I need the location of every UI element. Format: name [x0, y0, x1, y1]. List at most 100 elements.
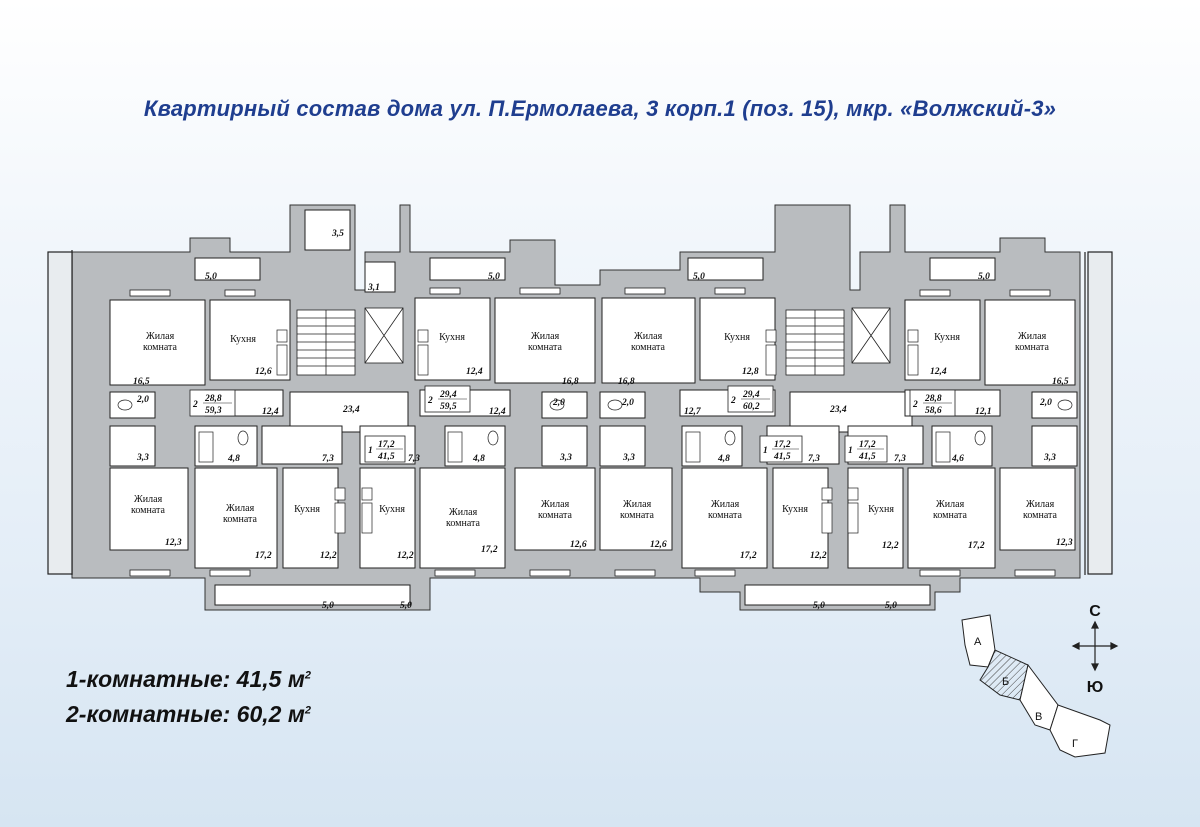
- apt-rooms: 2: [192, 400, 198, 410]
- kitchen-label: Кухня: [379, 504, 405, 515]
- area-label: 3,3: [1043, 453, 1056, 463]
- room-area: 12,2: [882, 541, 899, 551]
- area-label: 4,8: [472, 454, 485, 464]
- apt-bottom: 59,3: [205, 406, 222, 416]
- area-label: 4,6: [951, 454, 964, 464]
- room-area: 17,2: [968, 541, 985, 551]
- room-name-line1: Жилая: [449, 507, 478, 518]
- area-label: 3,3: [559, 453, 572, 463]
- superscript: 2: [304, 669, 311, 682]
- room-name-line2: комната: [1023, 510, 1058, 521]
- svg-text:комната: комната: [631, 342, 666, 353]
- apt-rooms: 2: [912, 400, 918, 410]
- svg-text:комната: комната: [708, 510, 743, 521]
- room-area: 12,6: [650, 540, 667, 550]
- area-label: 23,4: [342, 405, 360, 415]
- apt-rooms: 1: [763, 446, 768, 456]
- apt-top: 29,4: [742, 390, 760, 400]
- kitchen-labels: Кухня Кухня Кухня Кухня Кухня Кухня Кухн…: [230, 332, 960, 515]
- svg-text:комната: комната: [143, 342, 178, 353]
- room-name-line1: Жилая: [226, 503, 255, 514]
- area-label: 7,3: [894, 454, 906, 464]
- area-label: 5,0: [813, 601, 825, 611]
- area-label: 3,5: [331, 229, 344, 239]
- apt-bottom: 59,5: [440, 402, 457, 412]
- svg-text:Жилая: Жилая: [541, 499, 570, 510]
- section-g: Г: [1072, 738, 1078, 750]
- area-label: 2,0: [136, 395, 149, 405]
- kitchen-label: Кухня: [439, 332, 465, 343]
- room-area: 16,5: [133, 377, 150, 387]
- apt-top: 29,4: [439, 390, 457, 400]
- area-label: 2,0: [1039, 398, 1052, 408]
- apt-bottom: 58,6: [925, 406, 942, 416]
- room-name-line1: Жилая: [134, 494, 163, 505]
- apt-rooms: 2: [730, 396, 736, 406]
- room-name-line1: Жилая: [146, 331, 175, 342]
- room-area: 16,5: [1052, 377, 1069, 387]
- two-room-summary-text: 2-комнатные: 60,2 м: [66, 701, 305, 727]
- room-area: 17,2: [740, 551, 757, 561]
- area-label: 5,0: [488, 272, 500, 282]
- room-area: 12,4: [466, 367, 483, 377]
- compass-icon: С Ю: [1071, 603, 1119, 696]
- kitchen-label: Кухня: [868, 504, 894, 515]
- fixtures: [117, 329, 1073, 534]
- area-label: 12,7: [684, 407, 702, 417]
- apt-rooms: 1: [848, 446, 853, 456]
- section-v: В: [1035, 711, 1042, 723]
- svg-text:Жилая: Жилая: [711, 499, 740, 510]
- area-label: 23,4: [829, 405, 847, 415]
- svg-text:Жилая: Жилая: [1026, 499, 1055, 510]
- kitchen-label: Кухня: [934, 332, 960, 343]
- room-name-line1: Жилая: [541, 499, 570, 510]
- room-area: 12,2: [810, 551, 827, 561]
- room-area: 17,2: [255, 551, 272, 561]
- apt-top: 17,2: [859, 440, 876, 450]
- area-label: 2,0: [621, 398, 634, 408]
- apt-top: 17,2: [774, 440, 791, 450]
- svg-text:комната: комната: [1015, 342, 1050, 353]
- svg-text:комната: комната: [1023, 510, 1058, 521]
- svg-text:Жилая: Жилая: [634, 331, 663, 342]
- area-label: 2,0: [552, 398, 565, 408]
- room-name-line2: комната: [143, 342, 178, 353]
- room-name-line1: Жилая: [1026, 499, 1055, 510]
- svg-text:Жилая: Жилая: [449, 507, 478, 518]
- area-label: 5,0: [885, 601, 897, 611]
- svg-text:комната: комната: [223, 514, 258, 525]
- area-label: 3,1: [367, 283, 380, 293]
- area-label: 5,0: [400, 601, 412, 611]
- room-name-line2: комната: [528, 342, 563, 353]
- apt-bottom: 41,5: [773, 452, 791, 462]
- apt-top: 17,2: [378, 440, 395, 450]
- two-room-summary: 2-комнатные: 60,2 м2: [66, 701, 311, 728]
- room-name-line2: комната: [446, 518, 481, 529]
- svg-text:комната: комната: [933, 510, 968, 521]
- room-name-line1: Жилая: [1018, 331, 1047, 342]
- area-label: 5,0: [322, 601, 334, 611]
- svg-text:Жилая: Жилая: [623, 499, 652, 510]
- one-room-summary: 1-комнатные: 41,5 м2: [66, 666, 311, 693]
- kitchen-label: Кухня: [230, 334, 256, 345]
- windows: [129, 287, 1056, 577]
- stairwell: [296, 307, 891, 376]
- room-name-line2: комната: [631, 342, 666, 353]
- superscript: 2: [304, 704, 311, 717]
- svg-text:комната: комната: [528, 342, 563, 353]
- apt-bottom: 41,5: [858, 452, 876, 462]
- room-area: 16,8: [618, 377, 635, 387]
- room-name-line1: Жилая: [711, 499, 740, 510]
- apt-bottom: 60,2: [743, 402, 760, 412]
- room-name-line2: комната: [933, 510, 968, 521]
- room-name-line2: комната: [708, 510, 743, 521]
- svg-text:Жилая: Жилая: [226, 503, 255, 514]
- room-area: 12,8: [742, 367, 759, 377]
- north-label: С: [1089, 603, 1101, 620]
- area-label: 5,0: [205, 272, 217, 282]
- room-area: 12,3: [1056, 538, 1073, 548]
- svg-text:Жилая: Жилая: [134, 494, 163, 505]
- area-label: 3,3: [622, 453, 635, 463]
- area-label: 4,8: [717, 454, 730, 464]
